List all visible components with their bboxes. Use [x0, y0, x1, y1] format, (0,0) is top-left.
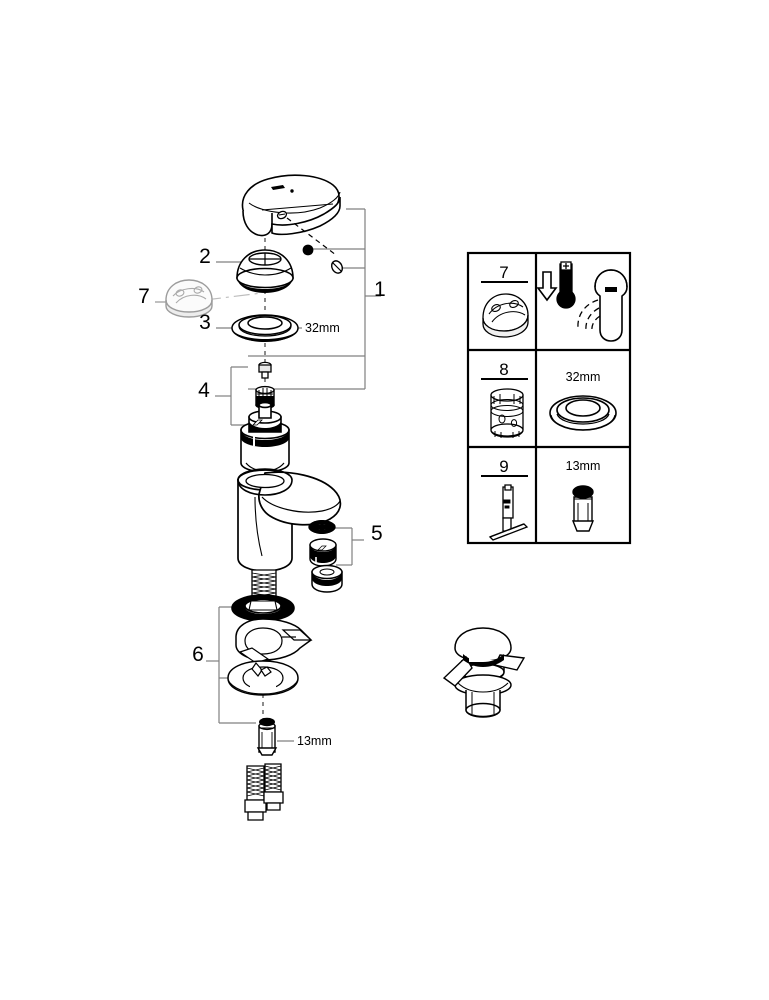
cap-nut-ring-shading	[232, 325, 298, 342]
handle-surface-lines	[248, 191, 341, 214]
callout-labels: 1 2 3 4 5 6 7	[138, 245, 386, 666]
legend-number-7: 7	[499, 263, 508, 282]
aerator-washer-shade	[309, 520, 335, 534]
base-gasket-shade	[232, 595, 294, 621]
callout-label-3: 3	[199, 311, 211, 334]
temperature-index-cap-marks	[172, 286, 207, 304]
dimension-labels: 32mm 13mm	[297, 321, 340, 748]
handle-indicator-slot	[271, 185, 294, 193]
callout-label-4: 4	[198, 379, 210, 402]
callout-label-1: 1	[374, 278, 386, 301]
temperature-index-cap	[165, 279, 213, 318]
fixing-tool-icon	[488, 484, 529, 541]
flexible-hoses	[244, 763, 284, 821]
stud-connector-icon-detail	[574, 498, 592, 521]
threaded-stud-shade	[259, 717, 275, 748]
cartridge-icon	[490, 388, 524, 438]
legend-number-9: 9	[499, 457, 508, 476]
legend-number-8: 8	[499, 360, 508, 379]
fixing-tool-icon-detail	[503, 499, 511, 509]
temperature-index-cap-icon-marks	[488, 299, 526, 323]
mounting-bracket-lower-detail	[227, 662, 299, 695]
ring-nut-icon-shade	[550, 413, 616, 431]
arrow-down-icon	[536, 271, 558, 302]
dimension-13mm: 13mm	[297, 734, 332, 748]
pop-up-waste-shading	[457, 654, 509, 714]
hex-key	[330, 260, 344, 274]
stud-connector-icon	[571, 485, 595, 532]
callout-label-2: 2	[199, 245, 211, 268]
flexible-hoses-braid	[246, 765, 282, 797]
grub-screw-leader	[286, 217, 337, 256]
temperature-index-cap-icon	[482, 293, 529, 338]
handle-dome-cap-shading	[237, 252, 293, 293]
legend-labels: 7 8 9 32mm 13mm	[499, 263, 600, 476]
callout-label-6: 6	[192, 643, 204, 666]
threaded-shank-knurl	[251, 572, 277, 598]
cap-nut-ring	[231, 314, 299, 342]
aerator-housing-shade	[312, 568, 342, 586]
callout-label-7: 7	[138, 285, 150, 308]
thermometer-lever-icon	[536, 261, 628, 342]
threaded-stud	[256, 721, 278, 756]
faucet-body-shading	[237, 468, 341, 557]
lever-handle	[241, 174, 341, 237]
cartridge-screw	[258, 361, 272, 379]
grub-screw-seat	[276, 210, 288, 220]
callout-label-5: 5	[371, 522, 383, 545]
legend-dimension-13mm: 13mm	[566, 459, 601, 473]
mounting-bracket-upper-detail	[238, 627, 313, 664]
aerator-shade	[310, 545, 336, 564]
cartridge-icon-detail	[490, 394, 524, 438]
dimension-32mm: 32mm	[305, 321, 340, 335]
grub-screw	[302, 244, 314, 256]
legend-dimension-32mm: 32mm	[566, 370, 601, 384]
